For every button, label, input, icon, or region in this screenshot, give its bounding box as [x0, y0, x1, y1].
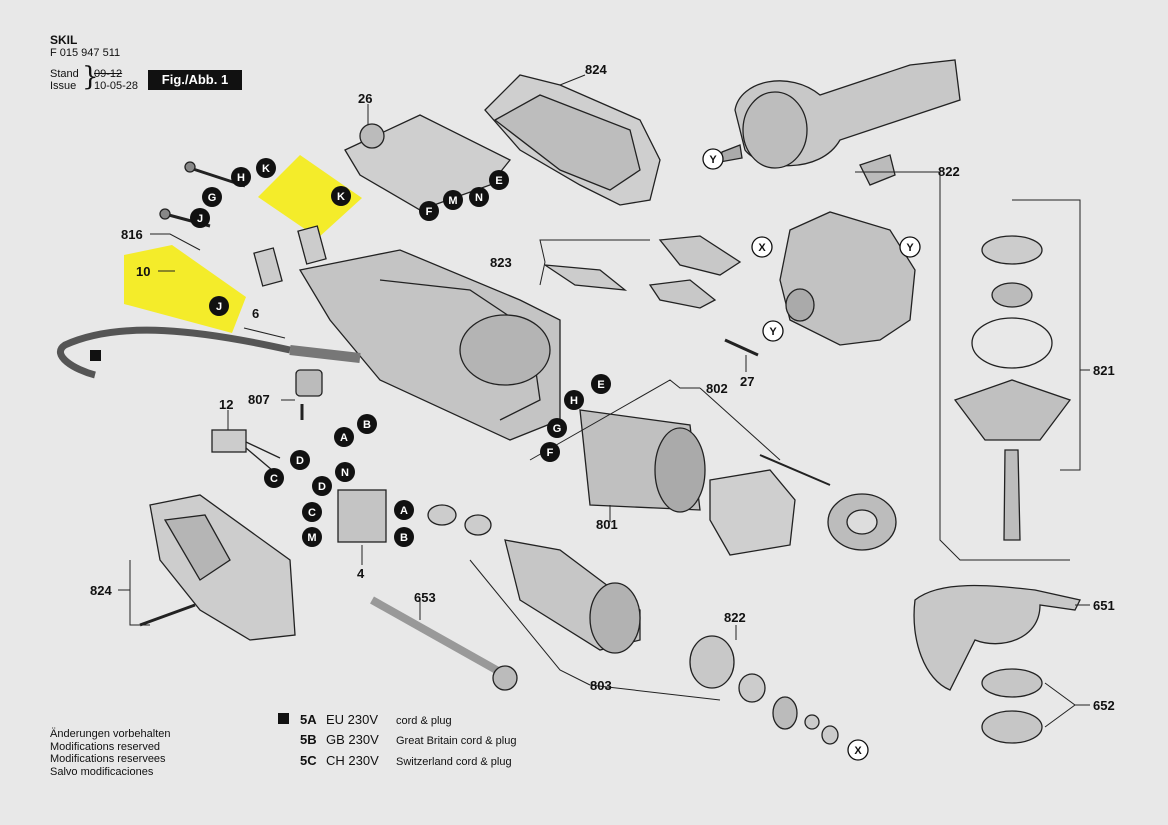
spindle-flange: [953, 379, 1072, 441]
part-label-824-top: 824: [585, 62, 607, 77]
part-label-651: 651: [1093, 598, 1115, 613]
power-cord: [57, 326, 291, 379]
part-label-653: 653: [414, 590, 436, 605]
note-de: Änderungen vorbehalten: [50, 728, 171, 740]
modification-notes: Änderungen vorbehalten Modifications res…: [50, 728, 170, 778]
part-label-823: 823: [490, 255, 512, 270]
issue-value: 10-05-28: [94, 80, 139, 92]
brace-glyph: }: [82, 62, 99, 92]
callout-y-side: Y: [769, 326, 777, 338]
gear-housing-bottom: [149, 494, 296, 641]
callout-j: J: [197, 213, 203, 225]
callout-b-cord: B: [363, 419, 371, 431]
callout-k-highlight: K: [337, 191, 345, 203]
note-fr: Modifications reservees: [50, 753, 166, 765]
variant-row: 5A EU 230V cord & plug: [278, 711, 516, 732]
callout-e-top: E: [495, 175, 502, 187]
callout-d-switch: D: [318, 481, 326, 493]
callout-e-stator: E: [597, 379, 604, 391]
part-label-652: 652: [1093, 698, 1115, 713]
callout-c-brush: C: [270, 473, 278, 485]
part-label-6: 6: [252, 306, 259, 321]
callout-x-bottom: X: [854, 745, 862, 757]
spindle-shaft: [1003, 449, 1021, 541]
part-label-821: 821: [1093, 363, 1115, 378]
callout-a-cord: A: [340, 432, 348, 444]
part-label-12: 12: [219, 397, 233, 412]
callout-h-stator: H: [570, 395, 578, 407]
part-label-807: 807: [248, 392, 270, 407]
variant-voltage: CH 230V: [326, 753, 379, 768]
variant-row: 5C CH 230V Switzerland cord & plug: [278, 753, 516, 774]
stand-value: 09-12: [94, 68, 123, 80]
callout-n-top: N: [475, 192, 483, 204]
note-en: Modifications reserved: [50, 740, 161, 753]
part-label-10: 10: [136, 264, 150, 279]
note-es: Salvo modificaciones: [50, 765, 154, 778]
variant-code: 5C: [300, 753, 317, 768]
stand-label: Stand: [50, 68, 79, 80]
callout-g: G: [208, 192, 217, 204]
callout-h: H: [237, 172, 245, 184]
variant-row: 5B GB 230V Great Britain cord & plug: [278, 732, 516, 753]
callout-b-switch: B: [400, 532, 408, 544]
variant-description: Switzerland cord & plug: [396, 756, 512, 768]
callout-n-switch: N: [341, 467, 349, 479]
part-label-816: 816: [121, 227, 143, 242]
variant-marker: [278, 711, 300, 729]
part-label-26: 26: [358, 91, 372, 106]
cord-variant-list: 5A EU 230V cord & plug 5B GB 230V Great …: [278, 711, 516, 774]
variant-description: cord & plug: [396, 715, 452, 727]
part-label-822-top: 822: [938, 164, 960, 179]
callout-f-stator: F: [547, 447, 554, 459]
brand-name: SKIL: [50, 33, 78, 47]
variant-voltage: EU 230V: [326, 712, 379, 727]
part-label-822-bottom: 822: [724, 610, 746, 625]
callout-d-brush: D: [296, 455, 304, 467]
callout-m-switch: M: [307, 532, 316, 544]
issue-label: Issue: [50, 80, 77, 92]
callout-y-top: Y: [709, 154, 717, 166]
figure-label: Fig./Abb. 1: [148, 70, 242, 90]
document-part-number: F 015 947 511: [50, 47, 121, 59]
variant-marker-square: [90, 350, 101, 361]
callout-y-head: Y: [906, 242, 914, 254]
spanner-wrench: [370, 596, 502, 676]
gear-head-cover: [779, 211, 916, 346]
part-label-801: 801: [596, 517, 618, 532]
callout-j-highlight: J: [216, 301, 222, 313]
variant-description: Great Britain cord & plug: [396, 735, 517, 747]
callout-x-head: X: [758, 242, 766, 254]
callout-f-top: F: [426, 206, 433, 218]
part-label-4: 4: [357, 566, 365, 581]
part-label-803: 803: [590, 678, 612, 693]
variant-code: 5A: [300, 712, 317, 727]
highlight-brush-k: [258, 155, 362, 238]
callout-markers: K H G J K J E N M F B A D C N D C M A B …: [190, 158, 611, 547]
callout-a-switch: A: [400, 505, 408, 517]
part-label-27: 27: [740, 374, 754, 389]
wheel-guard: [913, 584, 1081, 691]
callout-c-switch: C: [308, 507, 316, 519]
variant-code: 5B: [300, 732, 317, 747]
callout-k: K: [262, 163, 270, 175]
part-label-824-bottom: 824: [90, 583, 112, 598]
variant-voltage: GB 230V: [326, 732, 379, 747]
switch-assembly: [344, 114, 512, 211]
callout-m-top: M: [448, 195, 457, 207]
part-label-802: 802: [706, 381, 728, 396]
callout-g-stator: G: [553, 423, 562, 435]
highlight-brush-j: [124, 245, 246, 333]
